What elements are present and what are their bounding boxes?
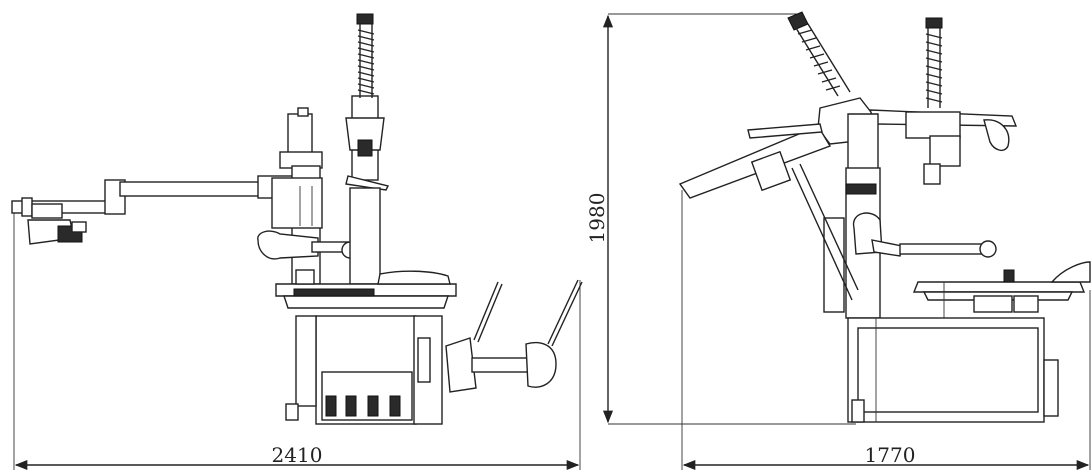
tilted-spring (787, 11, 851, 97)
dim-label-1770: 1770 (865, 443, 916, 467)
side-view-machine (11, 13, 583, 470)
spring-coil (357, 29, 375, 95)
dim-label-2410: 2410 (272, 443, 323, 467)
dim-label-1980: 1980 (585, 193, 609, 244)
front-view-machine (608, 11, 1091, 470)
vertical-spring (925, 17, 943, 108)
